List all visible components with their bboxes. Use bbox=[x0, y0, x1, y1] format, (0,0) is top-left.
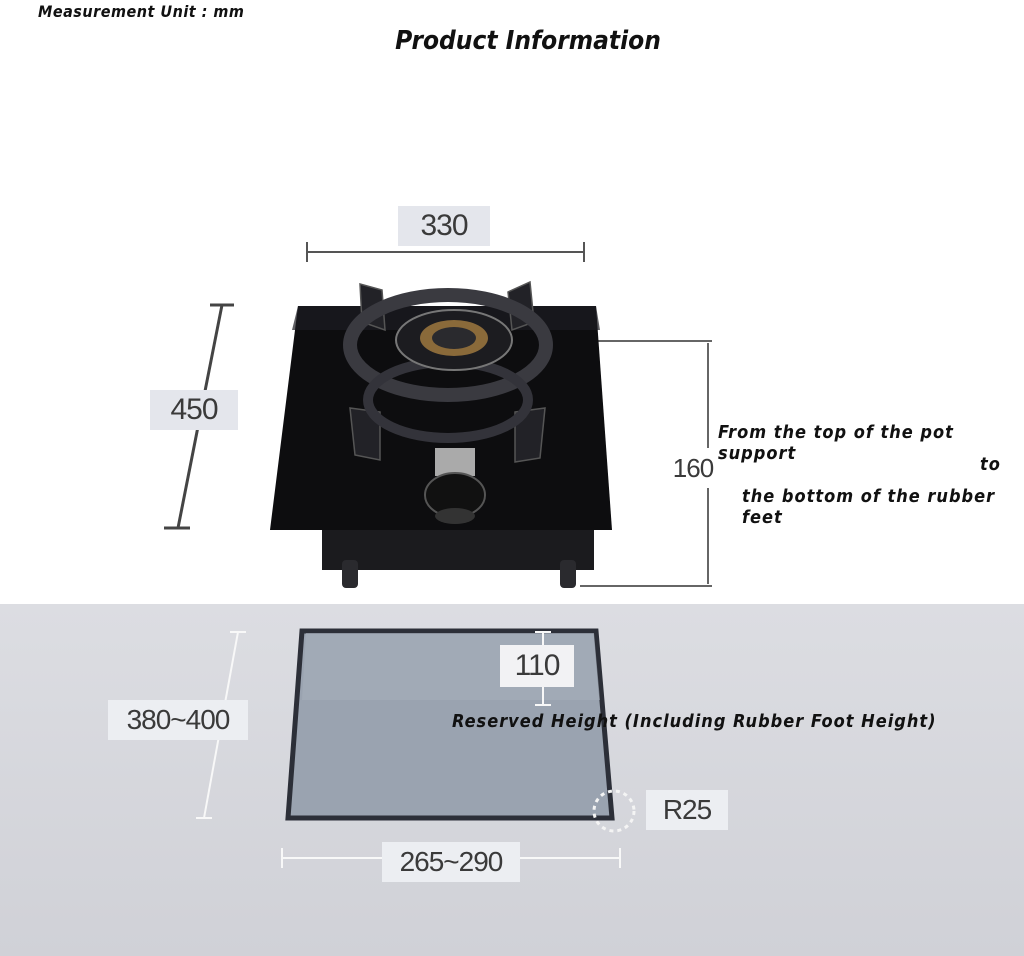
corner-radius-value: R25 bbox=[646, 790, 728, 830]
control-knob bbox=[424, 448, 486, 524]
reserved-height-value: 110 bbox=[500, 645, 574, 687]
depth-value: 450 bbox=[150, 390, 238, 430]
width-dimension-line bbox=[306, 242, 585, 262]
height-note-line1: From the top of the pot support bbox=[718, 422, 954, 464]
height-note-line3: the bottom of the rubber feet bbox=[742, 486, 996, 528]
rubber-foot-left bbox=[342, 560, 358, 588]
rubber-foot-right bbox=[560, 560, 576, 588]
radius-marker bbox=[592, 789, 636, 833]
width-value: 330 bbox=[398, 206, 490, 246]
burner bbox=[395, 309, 513, 371]
gas-stove-image bbox=[270, 280, 612, 588]
height-note-line2: to bbox=[980, 454, 1001, 475]
page-title: Product Information bbox=[395, 26, 661, 56]
measurement-unit-label: Measurement Unit : mm bbox=[38, 2, 245, 21]
cutout-width-value: 265~290 bbox=[382, 842, 520, 882]
cutout-depth-value: 380~400 bbox=[108, 700, 248, 740]
pot-support bbox=[343, 280, 553, 463]
reserved-height-note: Reserved Height (Including Rubber Foot H… bbox=[452, 711, 937, 732]
height-value: 160 bbox=[664, 448, 722, 488]
